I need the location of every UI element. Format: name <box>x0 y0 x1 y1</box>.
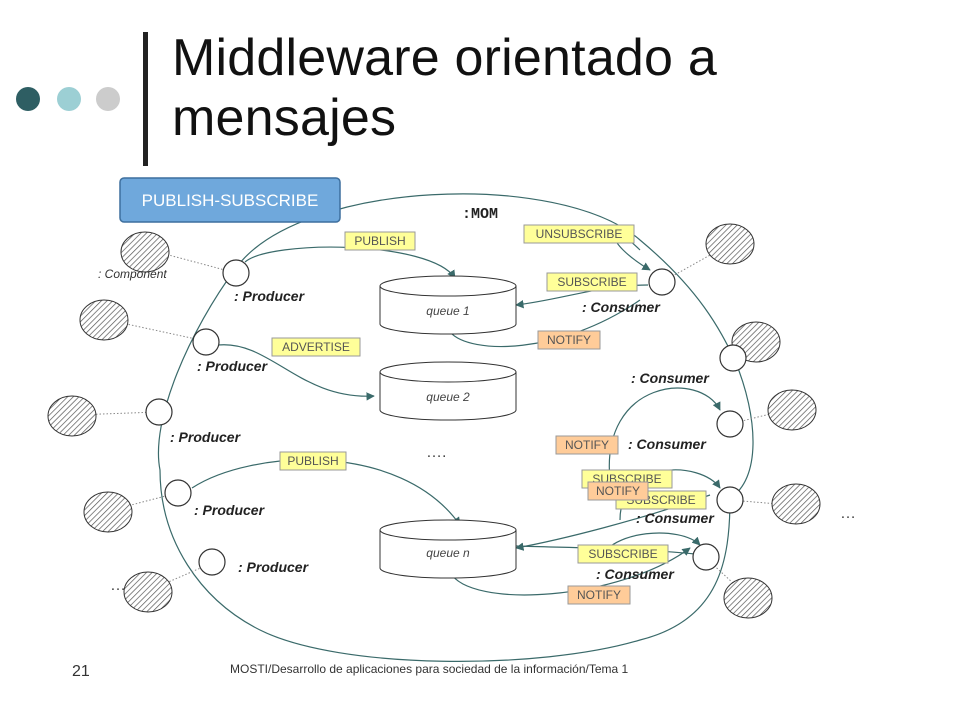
op-publish-2-label: PUBLISH <box>287 454 338 468</box>
header-dot-dark <box>16 87 40 111</box>
op-publish-1: PUBLISH <box>344 231 416 251</box>
consumer-label-2: : Consumer <box>631 370 710 386</box>
producer-label-4: : Producer <box>194 502 266 518</box>
consumer-label-3: : Consumer <box>628 436 707 452</box>
queue-1: queue 1 <box>379 275 517 335</box>
component-label: : Component <box>98 267 167 281</box>
op-advertise-label: ADVERTISE <box>282 340 350 354</box>
op-notify-3-label: NOTIFY <box>596 484 640 498</box>
consumer-nodes <box>648 268 747 571</box>
queue-2: queue 2 <box>379 361 517 421</box>
op-notify-2-label: NOTIFY <box>565 438 609 452</box>
op-subscribe-4: SUBSCRIBE <box>577 544 669 564</box>
producer-label-5: : Producer <box>238 559 310 575</box>
op-subscribe-4-label: SUBSCRIBE <box>588 547 657 561</box>
title-line-1: Middleware orientado a <box>172 29 717 87</box>
op-notify-3: NOTIFY <box>587 481 649 501</box>
slide-footer: MOSTI/Desarrollo de aplicaciones para so… <box>230 662 629 676</box>
mom-boundary <box>157 193 754 662</box>
queue-n: queue n <box>379 519 517 579</box>
ellipsis-center: …. <box>426 444 446 461</box>
title-line-2: mensajes <box>172 89 397 147</box>
consumer-label-1: : Consumer <box>582 299 661 315</box>
op-publish-1-label: PUBLISH <box>354 234 405 248</box>
producer-label-2: : Producer <box>197 358 269 374</box>
op-advertise: ADVERTISE <box>271 337 361 357</box>
header-dot-light <box>57 87 81 111</box>
op-publish-2: PUBLISH <box>279 451 347 471</box>
op-subscribe-2: SUBSCRIBE <box>581 469 673 489</box>
op-notify-4-label: NOTIFY <box>577 588 621 602</box>
consumer-label-4: : Consumer <box>636 510 715 526</box>
queue-1-label: queue 1 <box>426 304 469 318</box>
mom-label: :MOM <box>462 206 498 223</box>
op-notify-1-label: NOTIFY <box>547 333 591 347</box>
publish-subscribe-banner: PUBLISH-SUBSCRIBE <box>119 177 341 223</box>
op-unsubscribe-label: UNSUBSCRIBE <box>536 227 623 241</box>
op-unsubscribe: UNSUBSCRIBE <box>523 224 635 244</box>
ellipsis-left: … <box>110 577 126 594</box>
op-notify-4: NOTIFY <box>567 585 631 605</box>
ellipsis-right: … <box>840 505 856 522</box>
queue-2-label: queue 2 <box>426 390 470 404</box>
banner-text: PUBLISH-SUBSCRIBE <box>142 191 319 210</box>
producer-label-1: : Producer <box>234 288 306 304</box>
queue-n-label: queue n <box>426 546 470 560</box>
op-subscribe-1-label: SUBSCRIBE <box>557 275 626 289</box>
header-dot-grey <box>96 87 120 111</box>
slide-title: Middleware orientado a mensajes <box>172 28 717 148</box>
producer-nodes <box>145 259 250 576</box>
consumer-label-5: : Consumer <box>596 566 675 582</box>
slide-number: 21 <box>72 663 90 680</box>
op-notify-2: NOTIFY <box>555 435 619 455</box>
producer-label-3: : Producer <box>170 429 242 445</box>
op-notify-1: NOTIFY <box>537 330 601 350</box>
op-subscribe-1: SUBSCRIBE <box>546 272 638 292</box>
title-divider <box>143 32 148 166</box>
